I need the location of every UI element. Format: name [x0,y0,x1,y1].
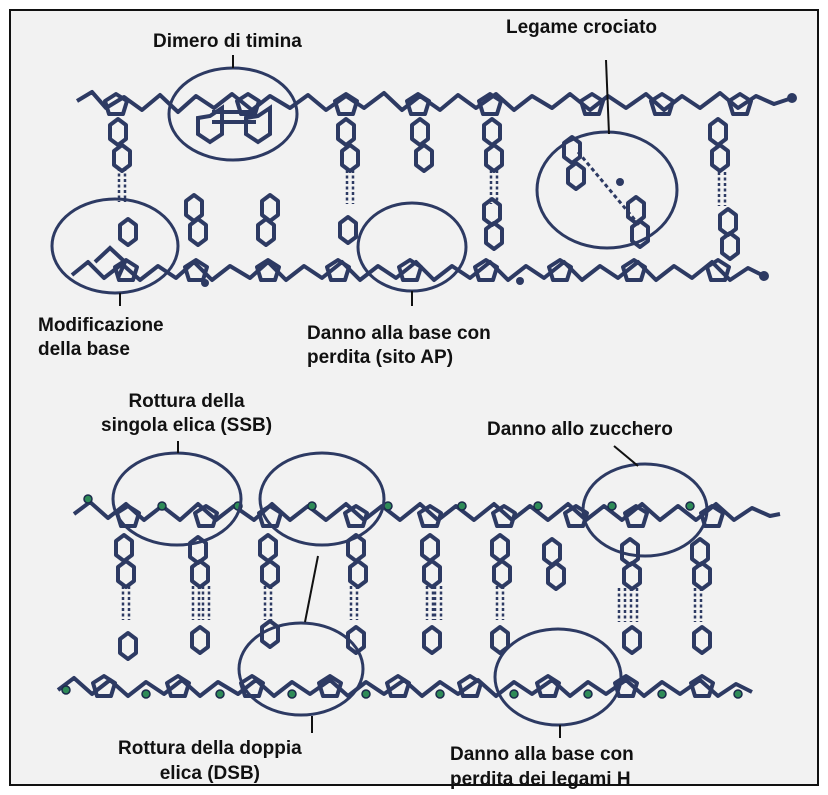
label-ap-site: Danno alla base con perdita (sito AP) [307,322,491,370]
ssb-marker [113,453,241,545]
crosslink-marker [537,60,677,248]
bottom-dna-helix [58,441,780,738]
base-modification-marker [52,199,178,306]
thymine-dimer-marker [169,55,297,160]
top-upper-backbone [77,92,792,112]
label-thymine-dimer: Dimero di timina [153,30,302,54]
label-h-bond-loss: Danno alla base con perdita dei legami H [450,742,634,792]
dsb-upper-marker [260,453,384,545]
top-dna-helix [52,55,797,306]
label-crosslink: Legame crociato [506,16,657,40]
label-ssb: Rottura della singola elica (SSB) [101,390,272,438]
ap-site-marker [358,203,466,306]
dsb-lower-marker [239,623,363,715]
label-base-modification: Modificazione della base [38,314,164,362]
h-bond-loss-marker [495,629,621,725]
label-dsb: Rottura della doppia elica (DSB) [118,736,302,786]
bottom-upper-backbone [74,502,780,520]
label-sugar-damage: Danno allo zucchero [487,418,673,442]
